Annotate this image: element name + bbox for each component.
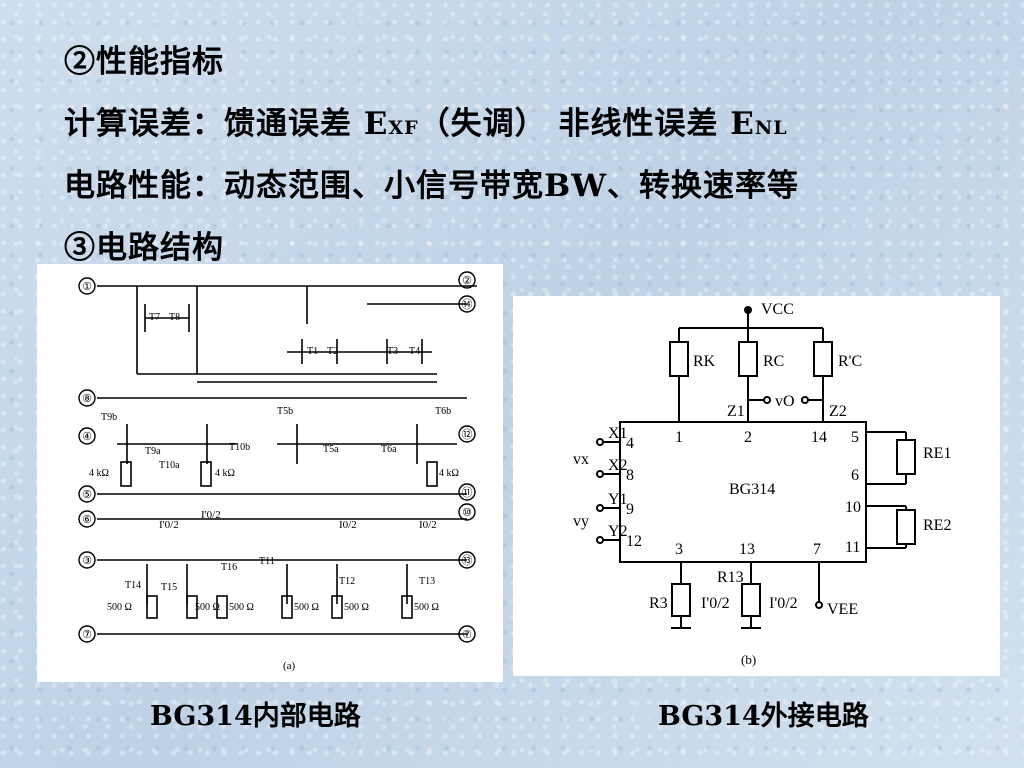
transistor-label: T5a xyxy=(323,444,339,455)
current-label: I'0/2 xyxy=(769,595,798,612)
transistor-label: T9a xyxy=(145,446,161,457)
pin-label: ① xyxy=(82,281,92,293)
resistor-rc-prime-label: R'C xyxy=(838,353,862,370)
internal-circuit-diagram: ① ② ⑭ ⑧ ④ ⑫ ⑤ ⑪ ⑥ ⑩ ③ ⑬ ⑦ ⑦ T7 T8 T1 T2 … xyxy=(37,264,503,682)
resistor-label: 500 Ω xyxy=(195,602,220,613)
transistor-label: T10b xyxy=(229,442,250,453)
transistor-label: T6a xyxy=(381,444,397,455)
current-label: I0/2 xyxy=(339,519,357,531)
pin-top: 14 xyxy=(811,429,827,446)
caption-external: BG314外接电路 xyxy=(658,701,869,732)
transistor-label: T10a xyxy=(159,460,180,471)
pin-bottom: 3 xyxy=(675,541,683,558)
current-label: I'0/2 xyxy=(159,519,179,531)
transistor-label: T5b xyxy=(277,406,293,417)
pin-right: 11 xyxy=(845,539,860,556)
section-heading-structure: ③电路结构 xyxy=(64,230,224,266)
pin-label: ⑭ xyxy=(462,298,473,311)
vee-label: VEE xyxy=(827,601,858,618)
pin-bottom: 7 xyxy=(813,541,821,558)
transistor-label: T14 xyxy=(125,580,141,591)
resistor-label: 4 kΩ xyxy=(439,468,459,479)
pin-label: ② xyxy=(462,275,472,287)
transistor-label: T15 xyxy=(161,582,177,593)
pin-label: ⑪ xyxy=(462,486,473,499)
vo-label: vO xyxy=(775,393,795,410)
transistor-label: T3 xyxy=(387,346,398,357)
vx-label: vx xyxy=(573,451,589,468)
resistor-re1-label: RE1 xyxy=(923,445,951,462)
resistor-r13-label: R13 xyxy=(717,569,744,586)
input-y1-label: Y1 xyxy=(608,491,628,508)
current-label: I0/2 xyxy=(419,519,437,531)
transistor-label: T16 xyxy=(221,562,237,573)
transistor-label: T13 xyxy=(419,576,435,587)
pin-label: ⑧ xyxy=(82,393,92,405)
resistor-rc-label: RC xyxy=(763,353,784,370)
figure-b-label: (b) xyxy=(741,652,756,667)
resistor-label: 500 Ω xyxy=(229,602,254,613)
input-x2-label: X2 xyxy=(608,457,628,474)
resistor-label: 4 kΩ xyxy=(89,468,109,479)
transistor-label: T2 xyxy=(327,346,338,357)
transistor-label: T4 xyxy=(409,346,420,357)
pin-label: ⑩ xyxy=(462,507,472,519)
pin-top: 1 xyxy=(675,429,683,446)
pin-left: 8 xyxy=(626,467,634,484)
input-x1-label: X1 xyxy=(608,425,628,442)
pin-right: 6 xyxy=(851,467,859,484)
transistor-label: T1 xyxy=(307,346,318,357)
external-circuit-diagram: VCC VEE RK RC R'C RE1 RE2 R3 R13 Z1 Z2 v… xyxy=(513,296,1000,676)
z1-label: Z1 xyxy=(727,403,745,420)
pin-left: 9 xyxy=(626,501,634,518)
pin-label: ⑤ xyxy=(82,489,92,501)
enl-subscript: NL xyxy=(754,117,788,139)
vy-label: vy xyxy=(573,513,589,530)
external-circuit-svg: VCC VEE RK RC R'C RE1 RE2 R3 R13 Z1 Z2 v… xyxy=(573,301,951,667)
transistor-label: T7 xyxy=(149,312,160,323)
resistor-label: 4 kΩ xyxy=(215,468,235,479)
input-y2-label: Y2 xyxy=(608,523,628,540)
error-prefix: 计算误差：馈通误差 E xyxy=(64,106,389,142)
z2-label: Z2 xyxy=(829,403,847,420)
circuit-performance-line: 电路性能：动态范围、小信号带宽BW、转换速率等 xyxy=(64,168,800,204)
resistor-label: 500 Ω xyxy=(344,602,369,613)
resistor-rk-label: RK xyxy=(693,353,716,370)
figure-a-label: (a) xyxy=(283,660,296,672)
pin-label: ⑥ xyxy=(82,514,92,526)
exf-subscript: XF xyxy=(388,117,419,139)
resistor-re2-label: RE2 xyxy=(923,517,951,534)
pin-bottom: 13 xyxy=(739,541,755,558)
current-label: I'0/2 xyxy=(701,595,730,612)
pin-label: ③ xyxy=(82,555,92,567)
pin-label: ④ xyxy=(82,431,92,443)
error-line: 计算误差：馈通误差 EXF（失调） 非线性误差 ENL xyxy=(64,98,788,143)
transistor-label: T8 xyxy=(169,312,180,323)
transistor-label: T6b xyxy=(435,406,451,417)
error-mid: （失调） 非线性误差 E xyxy=(418,106,755,142)
chip-label: BG314 xyxy=(729,481,775,498)
pin-label: ⑫ xyxy=(462,428,473,441)
pin-top: 2 xyxy=(744,429,752,446)
caption-internal: BG314内部电路 xyxy=(150,701,361,732)
pin-left: 4 xyxy=(626,435,634,452)
resistor-label: 500 Ω xyxy=(107,602,132,613)
resistor-r3-label: R3 xyxy=(649,595,668,612)
transistor-label: T12 xyxy=(339,576,355,587)
pin-top: 5 xyxy=(851,429,859,446)
pin-label: ⑦ xyxy=(462,629,472,641)
pin-label: ⑦ xyxy=(82,629,92,641)
current-label: I'0/2 xyxy=(201,509,221,521)
transistor-label: T9b xyxy=(101,412,117,423)
vcc-label: VCC xyxy=(761,301,794,318)
pin-label: ⑬ xyxy=(462,554,473,567)
resistor-label: 500 Ω xyxy=(294,602,319,613)
internal-circuit-svg: ① ② ⑭ ⑧ ④ ⑫ ⑤ ⑪ ⑥ ⑩ ③ ⑬ ⑦ ⑦ T7 T8 T1 T2 … xyxy=(78,271,477,672)
pin-left: 12 xyxy=(626,533,642,550)
resistor-label: 500 Ω xyxy=(414,602,439,613)
pin-right: 10 xyxy=(845,499,861,516)
transistor-label: T11 xyxy=(259,556,275,567)
section-heading-metrics: ②性能指标 xyxy=(64,44,224,80)
